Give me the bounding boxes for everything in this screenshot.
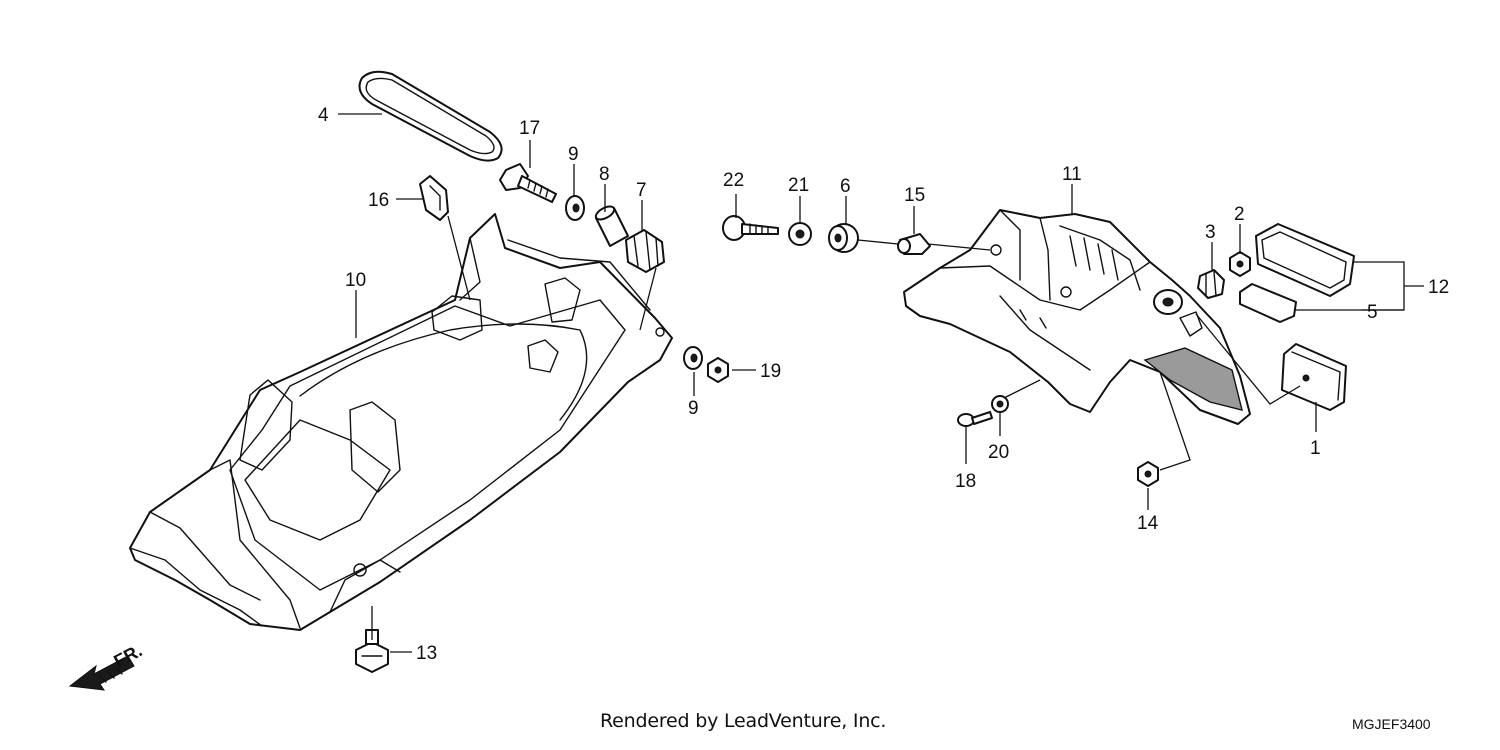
callout-1: 1 [1310, 438, 1321, 459]
arrow-left-icon [68, 655, 135, 691]
leader-lines [338, 113, 1424, 653]
callout-19: 19 [760, 361, 781, 382]
part-2-nut [1229, 251, 1251, 277]
part-7-grommet [625, 229, 665, 273]
part-9-washer-bottom [683, 346, 703, 370]
part-20-washer [991, 395, 1009, 413]
part-10-inner-fender [129, 213, 673, 631]
callout-20: 20 [988, 442, 1009, 463]
callout-12: 12 [1428, 277, 1449, 298]
part-5-reflector [1239, 283, 1297, 323]
part-11-rear-fender [903, 209, 1251, 425]
front-direction-arrow: FR. [68, 640, 145, 691]
part-9-washer-top [565, 195, 585, 221]
callout-15: 15 [904, 185, 925, 206]
callout-10: 10 [345, 270, 366, 291]
part-21-washer [788, 222, 812, 246]
callout-7: 7 [636, 180, 647, 201]
part-22-screw [722, 215, 779, 241]
callout-3: 3 [1205, 222, 1216, 243]
part-17-bolt [499, 163, 557, 203]
part-14-nut [1137, 461, 1159, 487]
callout-17: 17 [519, 118, 540, 139]
part-18-screw [957, 411, 993, 427]
part-16-clip [419, 175, 449, 221]
callout-13: 13 [416, 643, 437, 664]
part-15-collar [897, 233, 931, 255]
callout-14: 14 [1137, 513, 1159, 534]
part-8-collar [594, 205, 629, 247]
callout-labels: 1 2 3 4 5 6 7 8 9 9 10 11 12 13 14 15 16… [318, 105, 1449, 664]
callout-9-bottom: 9 [688, 398, 699, 419]
callout-11: 11 [1062, 164, 1082, 185]
part-3-grommet [1197, 269, 1225, 299]
callout-22: 22 [723, 170, 744, 191]
part-1-reflector-plate [1281, 343, 1347, 411]
callout-18: 18 [955, 471, 976, 492]
render-credit: Rendered by LeadVenture, Inc. [600, 710, 887, 732]
callout-2: 2 [1234, 204, 1245, 225]
callout-5: 5 [1367, 302, 1378, 323]
part-4-seal-ring [358, 70, 503, 162]
part-12-reflector-housing [1255, 223, 1355, 297]
callout-8: 8 [599, 164, 610, 185]
diagram-code: MGJEF3400 [1352, 716, 1431, 732]
callout-6: 6 [840, 176, 851, 197]
part-6-grommet [828, 223, 859, 253]
callout-9-top: 9 [568, 144, 579, 165]
callout-4: 4 [318, 105, 329, 126]
callout-21: 21 [788, 175, 809, 196]
part-19-nut [707, 357, 729, 383]
callout-16: 16 [368, 190, 389, 211]
